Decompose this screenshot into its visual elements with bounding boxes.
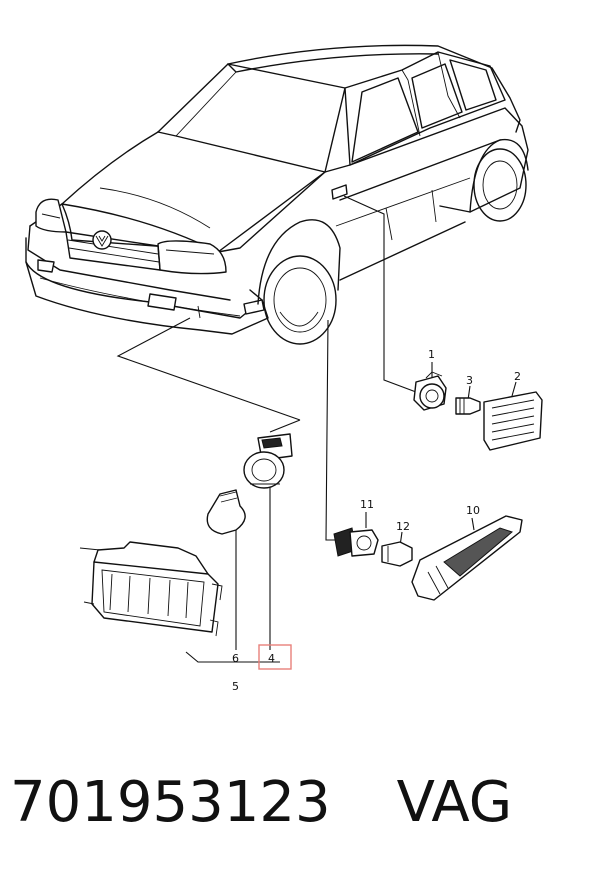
brand-name: VAG [396, 770, 513, 835]
callout-10: 10 [466, 504, 480, 517]
part-6-lamp-bulb [206, 489, 246, 535]
part-number: 701953123 [10, 770, 331, 835]
part-11-socket [333, 527, 379, 557]
leader-lines [116, 195, 517, 663]
callout-1: 1 [428, 348, 435, 361]
footer: 701953123 VAG [10, 758, 512, 848]
callout-4: 4 [268, 652, 275, 665]
car-illustration [25, 44, 529, 345]
part-4-lamp-socket [243, 433, 293, 489]
parts-diagram: 1 2 3 4 5 6 10 11 12 [25, 44, 543, 693]
callout-12: 12 [396, 520, 410, 533]
part-2-side-marker-lens [483, 391, 543, 451]
callout-3: 3 [466, 374, 473, 387]
part-12-wedge-bulb [381, 541, 413, 567]
callout-11: 11 [360, 498, 374, 511]
callout-labels: 1 2 3 4 5 6 10 11 12 [232, 348, 521, 693]
part-10-indicator-lens [411, 515, 523, 601]
callout-4-highlight-box [258, 644, 292, 670]
part-5-fog-lamp [79, 541, 223, 637]
part-3-small-bulb [455, 397, 481, 415]
callout-6: 6 [232, 652, 239, 665]
part-1-bulb-holder [413, 371, 447, 411]
callout-2: 2 [514, 370, 521, 383]
callout-5: 5 [232, 680, 239, 693]
